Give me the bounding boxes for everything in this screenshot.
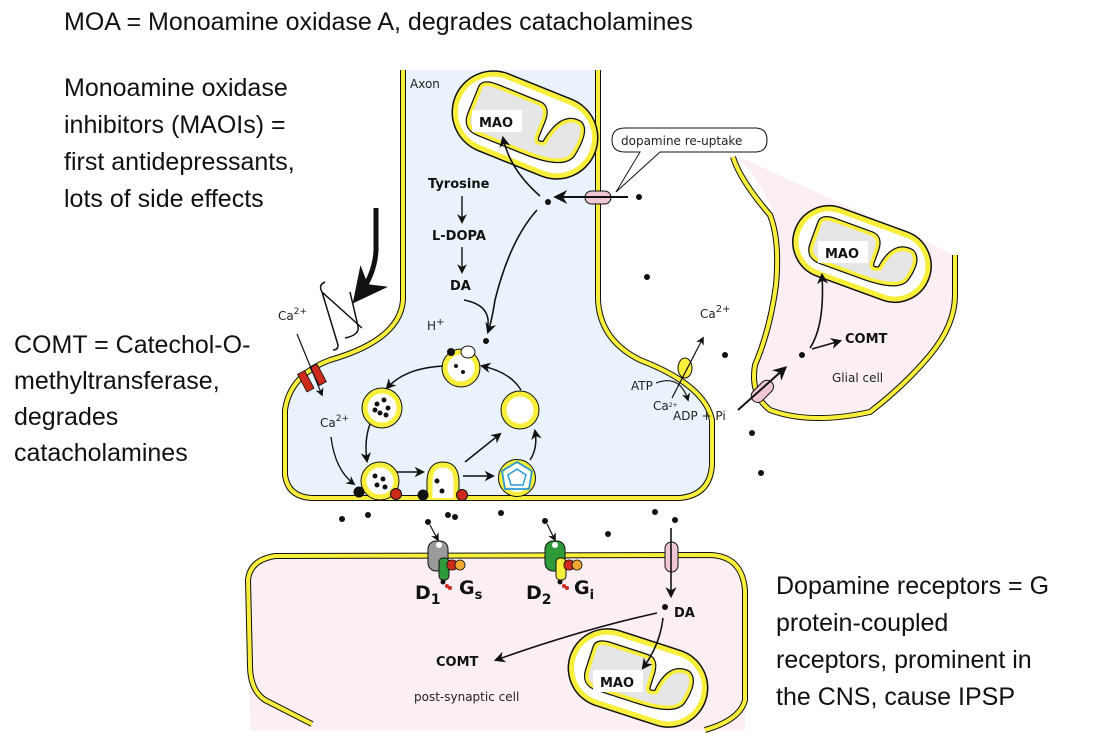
vesicle-loading: [441, 345, 481, 388]
h-plus-label: H+: [427, 317, 444, 333]
ca-label-small: Ca2+: [653, 399, 678, 413]
vesicle-filled: [361, 387, 403, 429]
atp-label: ATP: [631, 379, 653, 393]
dopamine-molecule: [483, 338, 489, 344]
comt-label-postsynaptic: COMT: [436, 655, 479, 670]
arrow-da-vesicle: [463, 299, 489, 326]
maoi-note: Monoamine oxidase inhibitors (MAOIs) = f…: [64, 74, 295, 213]
arrow-to-mao-postsynaptic: [641, 617, 664, 670]
mao-label-axon: MAO: [479, 116, 513, 131]
adp-pi-label: ADP + Pi: [673, 409, 726, 423]
dopamine-molecule: [636, 194, 642, 200]
d1-label: D1: [415, 582, 441, 608]
maoi-inhibitor-shape: [319, 281, 363, 351]
vesicle-docked: [353, 461, 402, 501]
glial-cell-label: Glial cell: [832, 371, 883, 385]
arrow-to-comt-postsynaptic: [493, 612, 658, 663]
atp-arrow: [655, 380, 691, 402]
calcium-efflux-arrow: [671, 336, 704, 399]
glial-uptake-arrow: [737, 366, 788, 411]
tyrosine-label: Tyrosine: [428, 177, 490, 192]
dopamine-transporter-glial: [750, 379, 774, 403]
cycle-arrow: [479, 362, 522, 391]
mao-label-glial: MAO: [825, 247, 859, 262]
synaptic-cleft-dopamine: [339, 274, 764, 537]
cycle-arrow: [385, 365, 444, 390]
ca-label-inside: Ca2+: [320, 414, 349, 430]
calcium-influx-arrow: [296, 333, 324, 397]
mao-label-box-axon: [472, 110, 522, 132]
reuptake-callout-text: dopamine re-uptake: [621, 134, 742, 148]
d1-receptor: [427, 540, 466, 590]
moa-note: MOA = Monoamine oxidase A, degrades cata…: [64, 8, 693, 36]
reuptake-callout: dopamine re-uptake: [611, 127, 768, 193]
maoi-arrow: [352, 208, 389, 304]
cycle-arrow: [529, 428, 542, 461]
gs-label: Gs: [459, 577, 483, 603]
calcium-pump: [677, 357, 693, 379]
vesicle-fusing: [417, 461, 468, 501]
comt-note: COMT = Catechol-O- methyltransferase, de…: [14, 331, 251, 467]
postsynaptic-cell-label: post-synaptic cell: [414, 690, 519, 704]
d2-receptor: [544, 540, 583, 590]
vesicle-clathrin-coated: [498, 459, 536, 497]
arrow-to-comt-glial: [811, 338, 843, 350]
axon-label: Axon: [410, 77, 440, 91]
mao-label-box-glial: [818, 241, 868, 263]
ldopa-label: L-DOPA: [432, 229, 486, 244]
arrow-to-vesicle: [485, 209, 538, 335]
cycle-arrow: [464, 432, 502, 463]
ca-label-pump: Ca2+: [700, 304, 730, 321]
gi-label: Gi: [574, 577, 594, 603]
cycle-arrow: [360, 423, 372, 464]
binding-arrow-d2: [546, 523, 556, 542]
mao-label-postsynaptic: MAO: [600, 676, 634, 691]
dopamine-receptors-note: Dopamine receptors = G protein-coupled r…: [776, 572, 1050, 711]
dopamine-molecule: [662, 604, 668, 610]
calcium-channel: [297, 363, 327, 393]
ca-label-outside: Ca2+: [278, 307, 307, 323]
mitochondrion-axon: [451, 70, 599, 180]
da-postsynaptic-label: DA: [674, 606, 695, 621]
arrow-to-mao-glial: [809, 272, 829, 349]
mao-label-box-postsynaptic: [593, 670, 643, 692]
vesicle-empty: [500, 390, 540, 430]
binding-arrow-d1: [429, 524, 439, 542]
comt-label-glial: COMT: [845, 332, 888, 347]
d2-label: D2: [526, 582, 552, 608]
da-synth-label: DA: [450, 279, 471, 294]
dopamine-molecule: [545, 199, 551, 205]
arrow-to-mao-axon: [499, 135, 541, 197]
calcium-arrow: [330, 436, 356, 486]
dopamine-molecule: [799, 352, 805, 358]
